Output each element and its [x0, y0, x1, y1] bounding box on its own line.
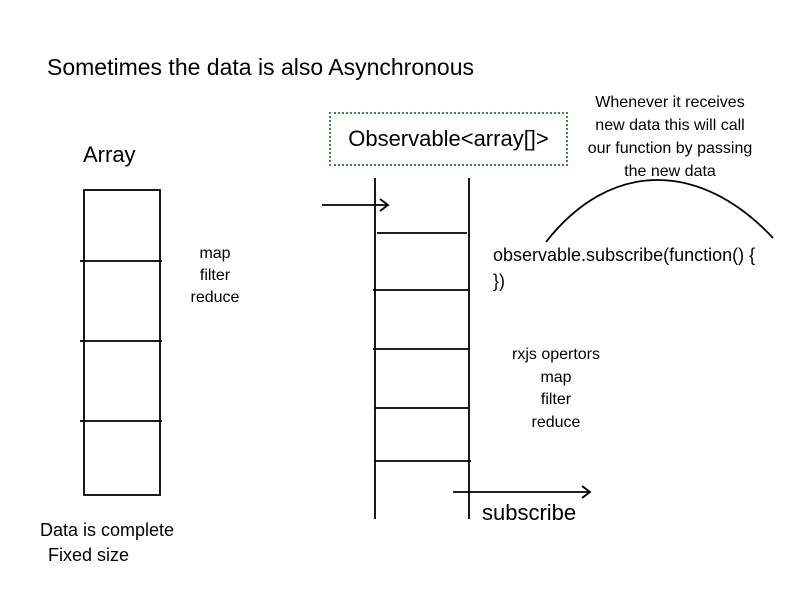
subscribe-code: observable.subscribe(function() { }) [493, 242, 755, 294]
callback-arc [545, 179, 774, 243]
note-line: Whenever it receives [595, 94, 745, 111]
code-line: }) [493, 271, 506, 291]
slide-title: Sometimes the data is also Asynchronous [47, 54, 475, 80]
observable-note: Whenever it receives new data this will … [577, 91, 763, 183]
array-label: Array [83, 142, 136, 167]
observable-label: Observable<array[]> [348, 126, 549, 151]
array-footer: Data is complete Fixed size [40, 518, 210, 568]
incoming-arrow [322, 198, 390, 212]
rxjs-operator-reduce: reduce [531, 413, 581, 431]
note-line: the new data [624, 163, 716, 180]
rxjs-operators: rxjs opertors map filter reduce [490, 344, 622, 434]
array-operator-map: map [199, 245, 231, 262]
array-operator-reduce: reduce [190, 289, 240, 306]
code-line: observable.subscribe(function() { [493, 245, 756, 265]
subscribe-label: subscribe [482, 500, 577, 525]
rxjs-operators-heading: rxjs opertors [511, 346, 601, 363]
array-box [83, 189, 161, 496]
rxjs-operator-map: map [540, 368, 572, 386]
array-footer-fixed-size: Fixed size [48, 545, 130, 565]
note-line: our function by passing [587, 140, 753, 157]
observable-box [329, 112, 568, 166]
subscribe-arrow [453, 485, 592, 499]
array-footer-complete: Data is complete [40, 520, 175, 540]
array-operator-filter: filter [199, 267, 231, 284]
rxjs-operator-filter: filter [540, 391, 572, 408]
note-line: new data this will call [595, 117, 745, 134]
array-operators: map filter reduce [183, 243, 247, 309]
